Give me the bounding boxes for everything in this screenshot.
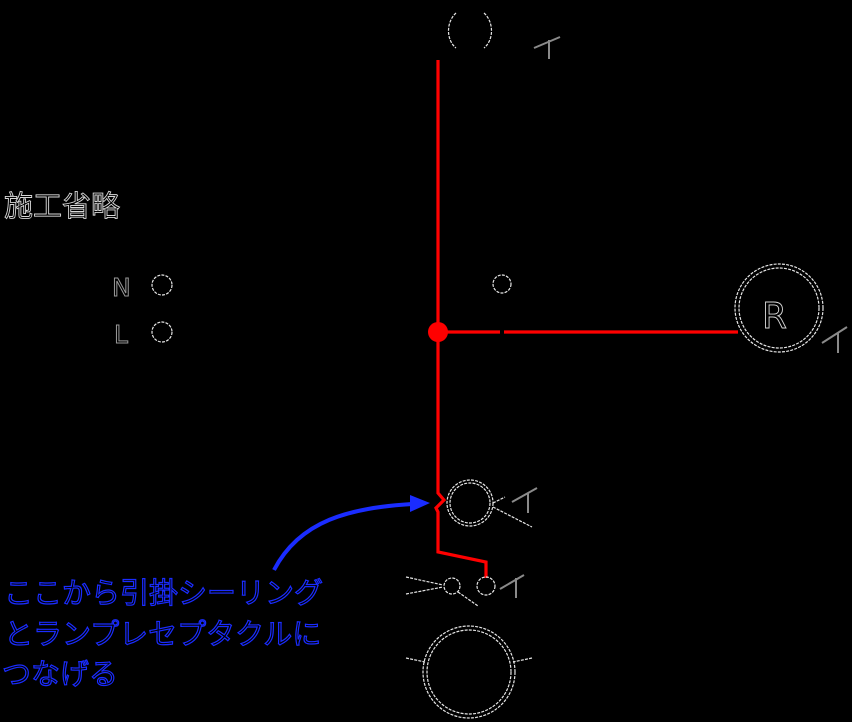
neutral-terminal-icon [151, 274, 173, 296]
switch-icon [492, 274, 512, 294]
wire-tag-hooking [511, 487, 538, 513]
wire-tag-top [533, 36, 561, 59]
red-wire [434, 60, 738, 578]
note-line-1: ここから引掛シーリング [4, 576, 323, 610]
ceiling-bracket-symbol [447, 12, 493, 49]
lamp-receptacle-symbol: R [734, 263, 824, 353]
note-arrow [272, 495, 430, 571]
hooking-ceiling-symbol [446, 479, 533, 528]
wire-tag-right [821, 326, 848, 353]
wire-tag-socket [499, 574, 525, 598]
bottom-lamp-symbol [405, 625, 533, 719]
receptacle-letter: R [762, 296, 787, 337]
note-line-2: とランプレセプタクルに [4, 617, 321, 651]
live-label: L [114, 320, 128, 349]
note-line-3: つなげる [2, 657, 118, 691]
plug-socket-symbol [405, 576, 496, 607]
live-terminal-icon [151, 321, 173, 343]
neutral-label: N [112, 273, 131, 302]
junction-dot [428, 322, 448, 342]
omitted-label: 施工省略 [4, 189, 120, 223]
